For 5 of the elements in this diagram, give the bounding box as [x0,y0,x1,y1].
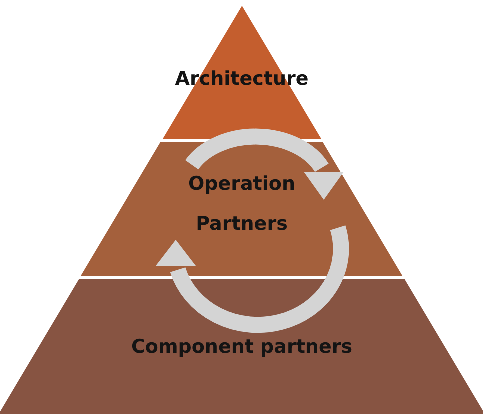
pyramid-level [81,142,403,276]
pyramid-level [162,6,322,139]
level-label: Component partners [131,334,353,358]
level-label: Operation Partners [187,172,296,237]
pyramid-level [0,279,483,414]
